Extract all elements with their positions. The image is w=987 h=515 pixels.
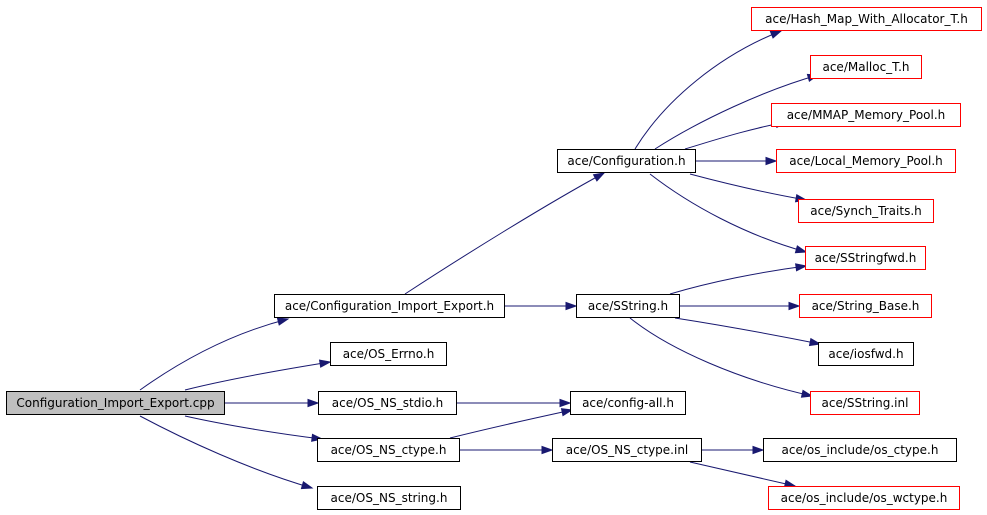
node-os-include-os-ctype-h[interactable]: ace/os_include/os_ctype.h: [763, 438, 957, 462]
arrow-ctype-inl-to-os-wctype: [689, 461, 796, 487]
arrow-root-to-cie-head: [276, 317, 290, 326]
node-sstring-inl[interactable]: ace/SString.inl: [810, 391, 920, 415]
node-mmap-memory-pool-h[interactable]: ace/MMAP_Memory_Pool.h: [771, 103, 961, 127]
arrow-configuration-to-sstringfwd: [649, 173, 807, 253]
node-os-ns-ctype-h[interactable]: ace/OS_NS_ctype.h: [317, 438, 460, 462]
arrow-sstring-to-sstring-inl: [629, 317, 813, 397]
arrow-stdio-to-config-all-head: [559, 398, 572, 408]
node-hash-map-with-allocator-t-h[interactable]: ace/Hash_Map_With_Allocator_T.h: [751, 7, 982, 31]
arrow-configuration-to-malloc: [654, 74, 819, 150]
node-synch-traits-h[interactable]: ace/Synch_Traits.h: [798, 199, 934, 223]
arrow-root-to-cie: [139, 318, 289, 391]
arrow-root-to-string-head: [300, 481, 314, 490]
arrow-sstring-to-iosfwd-head: [808, 337, 822, 347]
node-root-file: Configuration_Import_Export.cpp: [6, 391, 225, 415]
node-malloc-t-h[interactable]: ace/Malloc_T.h: [810, 55, 922, 79]
arrow-sstring-to-iosfwd: [674, 317, 821, 345]
arrow-cie-to-sstring-head: [565, 301, 578, 311]
node-configuration-import-export-h[interactable]: ace/Configuration_Import_Export.h: [274, 294, 505, 318]
arrow-sstring-to-sstring-inl-head: [800, 389, 814, 398]
arrow-ctype-inl-to-os-ctype-head: [752, 445, 765, 455]
arrow-configuration-to-sstringfwd-head: [794, 245, 808, 254]
arrow-root-to-string: [139, 415, 313, 489]
node-os-ns-string-h[interactable]: ace/OS_NS_string.h: [317, 486, 461, 510]
node-os-ns-ctype-inl[interactable]: ace/OS_NS_ctype.inl: [552, 438, 702, 462]
arrow-sstring-to-sstringfwd: [669, 265, 807, 295]
node-os-ns-stdio-h[interactable]: ace/OS_NS_stdio.h: [318, 391, 457, 415]
arrow-configuration-to-synch: [689, 173, 807, 201]
arrow-root-to-errno-head: [318, 359, 332, 368]
arrow-cie-to-configuration-head: [592, 172, 606, 182]
node-string-base-h[interactable]: ace/String_Base.h: [799, 294, 932, 318]
arrow-configuration-to-local-pool-head: [765, 156, 778, 166]
arrow-configuration-to-hashmap-head: [769, 30, 783, 39]
node-sstring-h[interactable]: ace/SString.h: [576, 294, 680, 318]
node-local-memory-pool-h[interactable]: ace/Local_Memory_Pool.h: [776, 149, 956, 173]
arrow-root-to-ctype: [184, 415, 323, 440]
arrow-cie-to-configuration: [404, 172, 605, 295]
node-sstringfwd-h[interactable]: ace/SStringfwd.h: [805, 246, 926, 270]
arrow-ctype-to-config-all: [449, 409, 573, 439]
node-iosfwd-h[interactable]: ace/iosfwd.h: [818, 342, 914, 366]
node-configuration-h[interactable]: ace/Configuration.h: [557, 149, 696, 173]
arrow-root-to-stdio-head: [307, 398, 320, 408]
arrow-root-to-errno: [184, 361, 331, 391]
arrow-ctype-to-ctype-inl-head: [541, 445, 554, 455]
arrow-ctype-to-config-all-head: [560, 408, 574, 417]
arrow-sstring-to-sstringfwd-head: [795, 263, 808, 272]
arrow-configuration-to-hashmap: [634, 30, 782, 150]
node-os-include-os-wctype-h[interactable]: ace/os_include/os_wctype.h: [768, 486, 960, 510]
arrow-sstring-to-string-base-head: [788, 301, 801, 311]
node-config-all-h[interactable]: ace/config-all.h: [570, 391, 686, 415]
node-os-errno-h[interactable]: ace/OS_Errno.h: [330, 342, 447, 366]
